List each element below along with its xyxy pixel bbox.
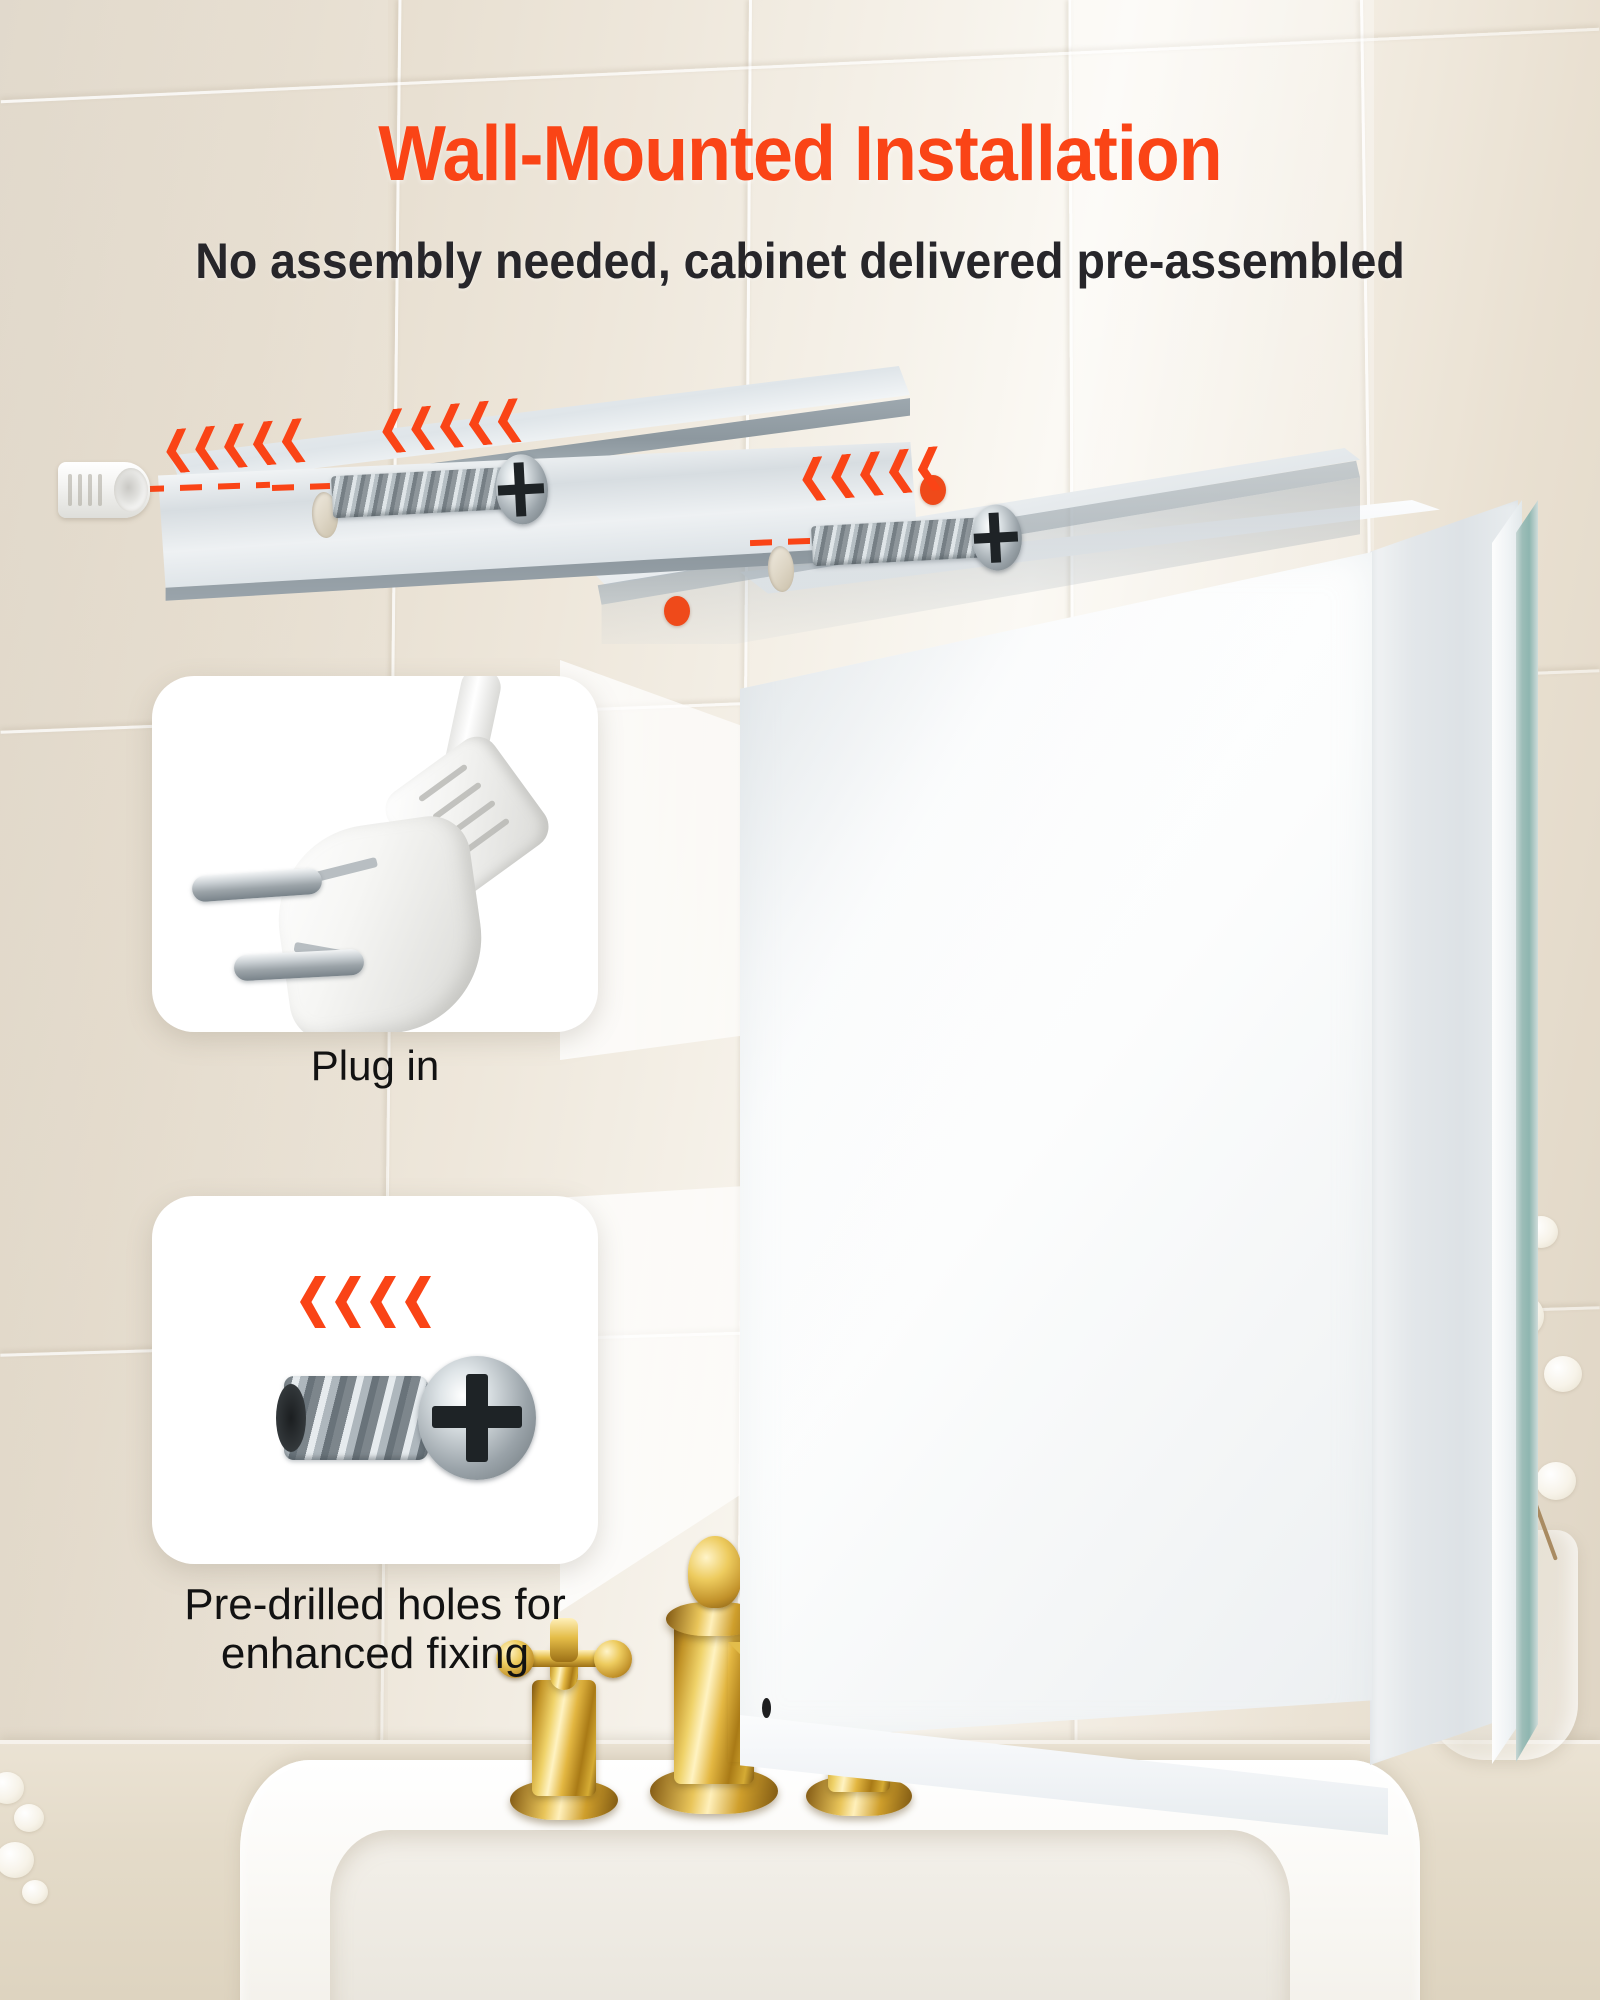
feature-card-pre-drilled-caption: Pre-drilled holes for enhanced fixing: [122, 1580, 628, 1679]
chevron-icon: [300, 1276, 326, 1328]
faucet-left-knob: [594, 1640, 632, 1678]
screw-head: [494, 453, 550, 526]
chevron-icon: [380, 408, 406, 454]
anchor-collar: [114, 468, 148, 512]
chevron-icon: [858, 451, 884, 497]
mount-point-marker: [664, 596, 690, 626]
chevron-icon: [193, 426, 219, 472]
screw-shaft: [331, 466, 515, 519]
caption-line-1: Pre-drilled holes for: [184, 1580, 566, 1629]
feature-card-plug-in[interactable]: [152, 676, 598, 1032]
screw-tip: [276, 1384, 306, 1452]
chevron-group-card: [300, 1276, 431, 1328]
chevron-icon: [370, 1276, 396, 1328]
chevron-icon: [829, 454, 855, 500]
screw-cross-slot: [973, 531, 1019, 544]
anchor-rib: [78, 474, 82, 506]
screw-cross-slot: [432, 1406, 522, 1428]
chevron-icon: [800, 456, 826, 502]
chevron-icon: [251, 421, 277, 467]
page-title: Wall-Mounted Installation: [378, 109, 1222, 197]
anchor-rib: [98, 474, 102, 506]
wall-anchor-plug: [58, 462, 150, 518]
mirror-cabinet: [590, 448, 1600, 1835]
faucet-spout-finial: [688, 1536, 742, 1608]
faucet-left-knob: [496, 1640, 534, 1678]
chevron-icon: [467, 401, 493, 447]
flower-bloom: [22, 1880, 48, 1904]
cabinet-glass-edge: [1516, 500, 1538, 1762]
chevron-group-middle: [380, 398, 521, 454]
chevron-icon: [438, 403, 464, 449]
chevron-icon: [887, 449, 913, 495]
chevron-icon: [335, 1276, 361, 1328]
chevron-icon: [916, 446, 942, 492]
faucet-left-stem: [550, 1618, 578, 1662]
chevron-icon: [164, 428, 190, 474]
sink-bowl: [330, 1830, 1290, 2000]
chevron-icon: [409, 406, 435, 452]
anchor-rib: [68, 474, 72, 506]
mounting-screw: [331, 453, 574, 528]
page-subtitle: No assembly needed, cabinet delivered pr…: [195, 233, 1405, 289]
screw-head-countersunk: [418, 1356, 536, 1480]
caption-line-2: enhanced fixing: [220, 1629, 530, 1679]
cabinet-bottom-hole: [762, 1698, 771, 1718]
chevron-icon: [280, 418, 306, 464]
grout-line-horizontal: [0, 27, 1600, 104]
power-plug-icon: [152, 676, 598, 1032]
flower-bloom: [1536, 1462, 1576, 1500]
faucet-left-column: [532, 1680, 596, 1796]
screw-cross-slot: [497, 483, 545, 496]
feature-card-plug-in-caption: Plug in: [310, 1042, 440, 1089]
anchor-rib: [88, 474, 92, 506]
feature-card-pre-drilled[interactable]: [152, 1196, 598, 1564]
screw-shaft: [811, 516, 991, 567]
chevron-icon: [405, 1276, 431, 1328]
countersunk-screw: [270, 1356, 550, 1486]
flower-bloom: [14, 1804, 44, 1832]
chevron-icon: [222, 423, 248, 469]
cabinet-door-reflection: [740, 552, 1372, 1742]
flower-bloom: [0, 1842, 34, 1878]
flower-bloom: [1544, 1356, 1582, 1392]
plug-body: [266, 811, 494, 1032]
screw-head: [970, 503, 1024, 572]
screw-thread: [284, 1376, 428, 1460]
chevron-icon: [496, 398, 522, 444]
screw-icon: [152, 1196, 598, 1564]
mounting-screw: [811, 503, 1054, 578]
